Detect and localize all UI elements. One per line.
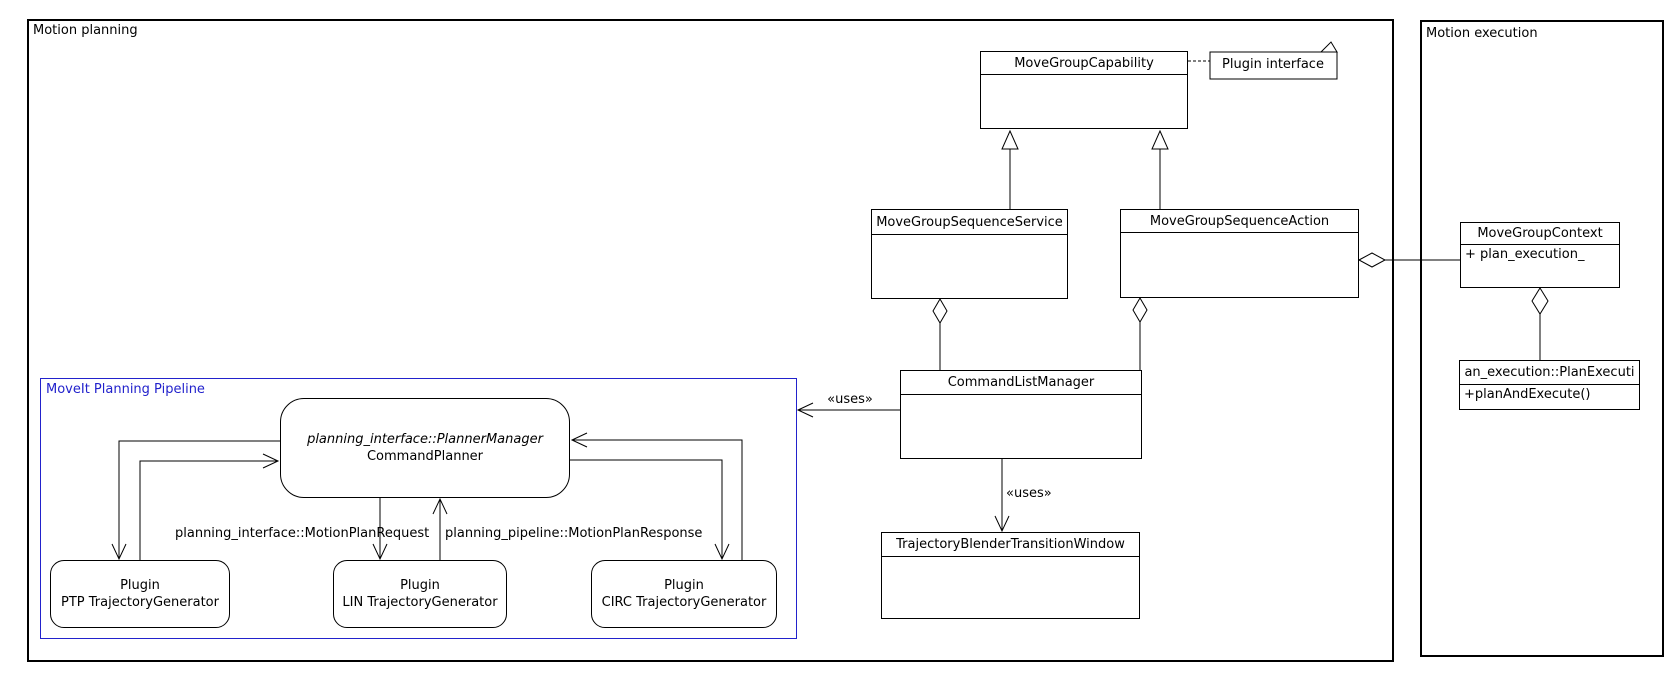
class-title: MoveGroupSequenceService [872, 210, 1067, 235]
class-title: an_execution::PlanExecuti [1460, 361, 1639, 385]
class-title: CommandListManager [901, 371, 1141, 395]
class-planexecution: an_execution::PlanExecuti +planAndExecut… [1459, 360, 1640, 410]
node-ptp-trajectorygenerator: Plugin PTP TrajectoryGenerator [50, 560, 230, 628]
plugin-name: PTP TrajectoryGenerator [61, 595, 219, 610]
class-commandlistmanager: CommandListManager [900, 370, 1142, 459]
plugin-stereotype: Plugin [120, 578, 160, 593]
uses-label-blender: «uses» [1006, 486, 1052, 501]
motion-planning-label: Motion planning [33, 23, 138, 38]
moveit-planning-pipeline-frame [40, 378, 797, 639]
class-body [872, 235, 1067, 298]
class-title: MoveGroupContext [1461, 223, 1619, 245]
class-title: MoveGroupSequenceAction [1121, 210, 1358, 233]
class-body [981, 75, 1187, 128]
plugin-stereotype: Plugin [664, 578, 704, 593]
planner-class-name: CommandPlanner [366, 449, 484, 464]
motionplanresponse-label: planning_pipeline::MotionPlanResponse [445, 526, 703, 541]
class-attribute: + plan_execution_ [1465, 247, 1585, 262]
plugin-name: LIN TrajectoryGenerator [342, 595, 498, 610]
plugin-name: CIRC TrajectoryGenerator [601, 595, 767, 610]
motion-execution-frame [1420, 20, 1664, 657]
class-trajectoryblendertransitionwindow: TrajectoryBlenderTransitionWindow [881, 532, 1140, 619]
class-body [1121, 233, 1358, 297]
class-movegroupcapability: MoveGroupCapability [980, 51, 1188, 129]
uses-label-pipeline: «uses» [827, 392, 873, 407]
class-movegroupsequenceaction: MoveGroupSequenceAction [1120, 209, 1359, 298]
node-plannermanager: planning_interface::PlannerManager Comma… [280, 398, 570, 498]
motion-planning-frame [27, 19, 1394, 662]
class-title: MoveGroupCapability [981, 52, 1187, 75]
planner-interface-name: planning_interface::PlannerManager [307, 432, 543, 447]
class-movegroupcontext: MoveGroupContext + plan_execution_ [1460, 222, 1620, 288]
motionplanrequest-label: planning_interface::MotionPlanRequest [175, 526, 430, 541]
class-body [901, 395, 1141, 458]
class-method: +planAndExecute() [1464, 387, 1591, 402]
moveit-planning-pipeline-label: MoveIt Planning Pipeline [46, 382, 205, 397]
class-title: TrajectoryBlenderTransitionWindow [882, 533, 1139, 557]
motion-execution-label: Motion execution [1426, 26, 1538, 41]
class-movegroupsequenceservice: MoveGroupSequenceService [871, 209, 1068, 299]
plugin-stereotype: Plugin [400, 578, 440, 593]
node-circ-trajectorygenerator: Plugin CIRC TrajectoryGenerator [591, 560, 777, 628]
plugin-interface-note: Plugin interface [1222, 57, 1324, 72]
node-lin-trajectorygenerator: Plugin LIN TrajectoryGenerator [333, 560, 507, 628]
class-body [882, 557, 1139, 618]
